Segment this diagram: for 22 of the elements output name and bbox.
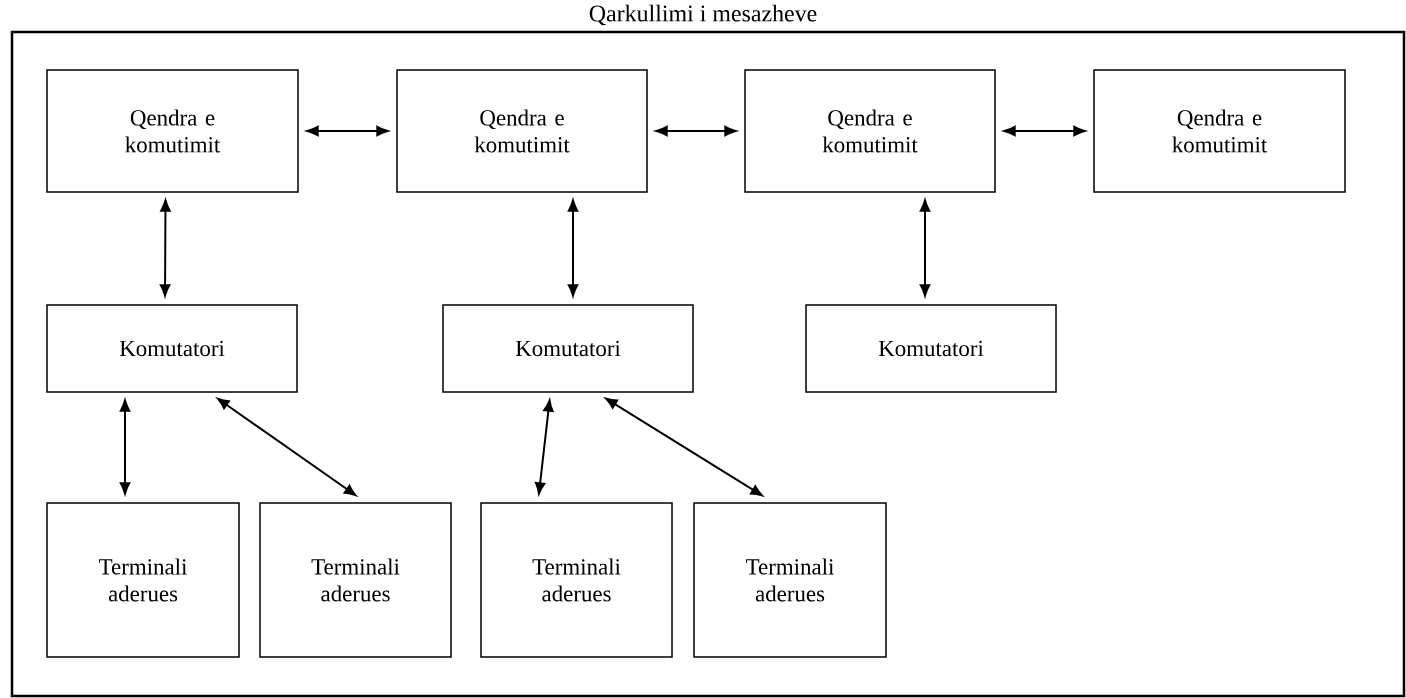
arrow	[567, 199, 579, 297]
terminal-box: Terminali aderues	[259, 502, 452, 658]
arrow	[217, 397, 357, 497]
arrow	[1003, 125, 1086, 137]
terminal-box: Terminali aderues	[693, 502, 887, 658]
arrow	[159, 199, 171, 297]
switching-center-box: Qendra e komutimit	[744, 69, 996, 193]
terminal-box: Terminali aderues	[480, 502, 673, 658]
arrow	[119, 399, 131, 495]
switching-center-box: Qendra e komutimit	[396, 69, 648, 193]
terminal-box: Terminali aderues	[46, 502, 240, 658]
arrow	[919, 199, 931, 297]
switching-center-box: Qendra e komutimit	[1093, 69, 1346, 193]
arrow	[534, 399, 554, 495]
arrow	[605, 397, 763, 497]
switching-center-box: Qendra e komutimit	[46, 69, 299, 193]
arrow	[306, 125, 389, 137]
arrow	[655, 125, 737, 137]
title: Qarkullimi i mesazheve	[589, 4, 817, 26]
switch-box: Komutatori	[46, 304, 298, 393]
switch-box: Komutatori	[442, 304, 694, 393]
switch-box: Komutatori	[805, 304, 1057, 393]
